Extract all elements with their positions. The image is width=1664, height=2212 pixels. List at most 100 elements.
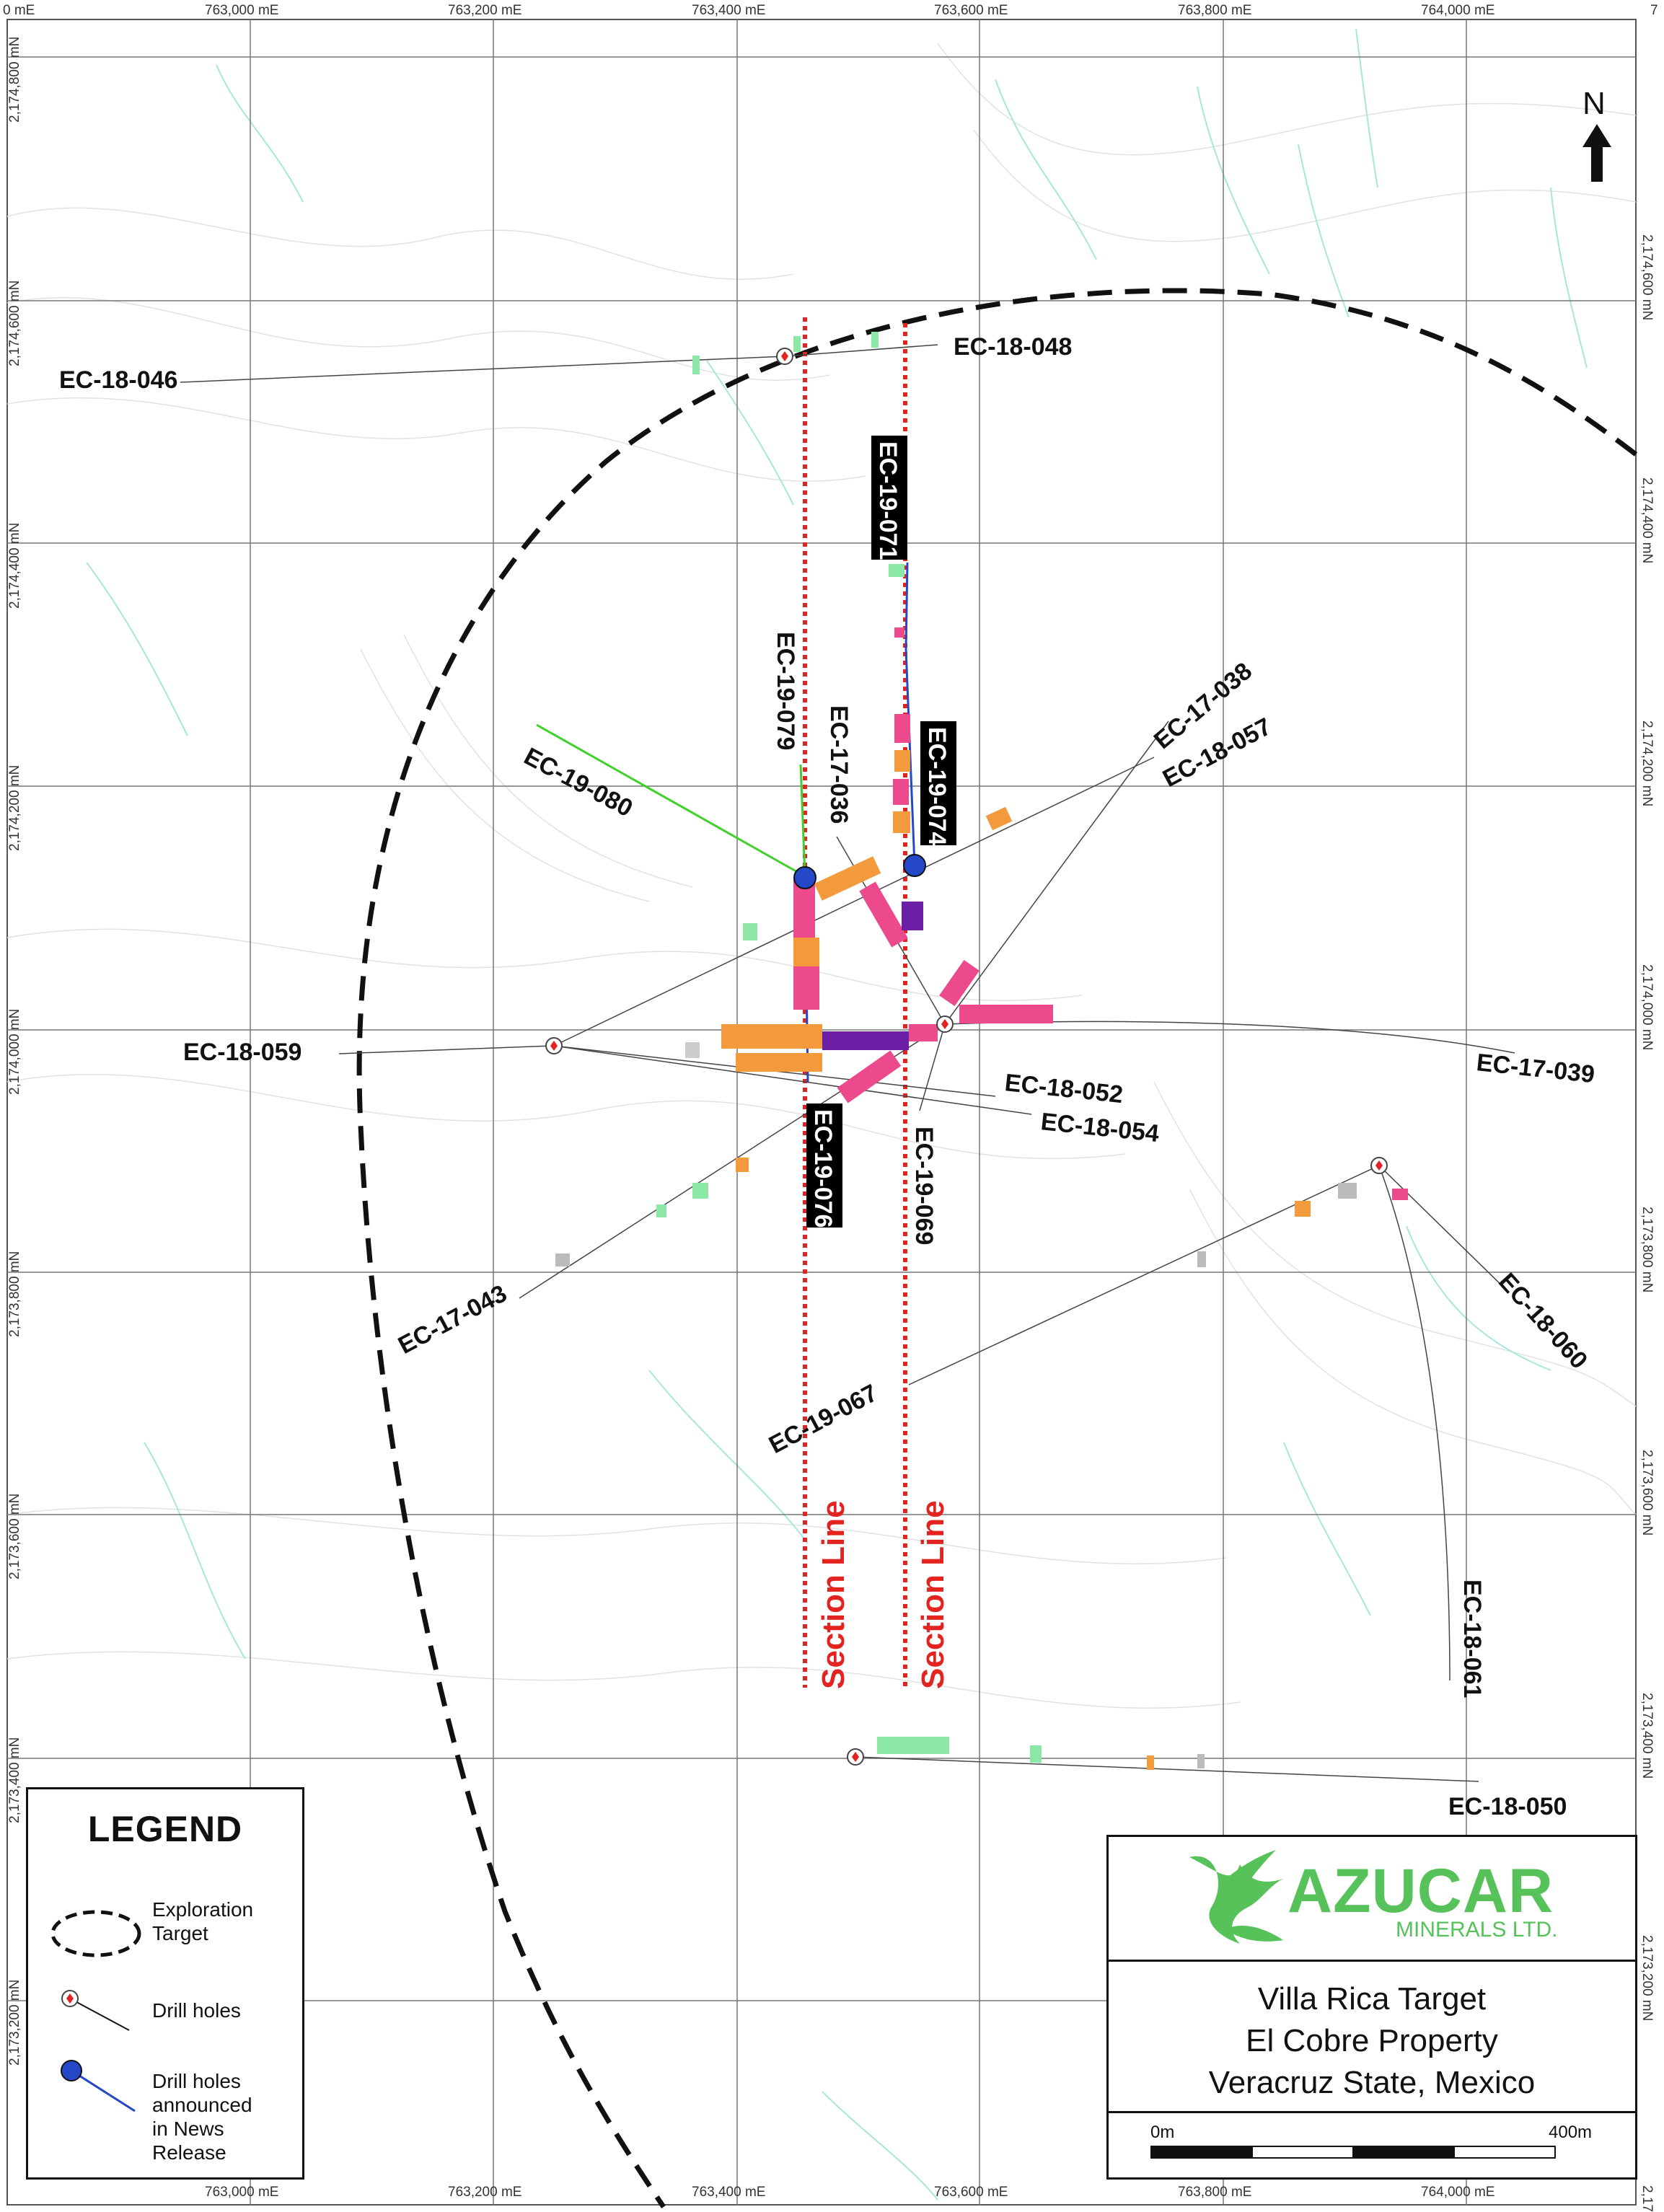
drill-hole-label-boxed: EC-19-074 bbox=[920, 721, 956, 846]
assay-bar bbox=[793, 880, 815, 938]
grid-label-right: 2,174,000 mN bbox=[1639, 964, 1655, 1050]
assay-bar bbox=[814, 856, 881, 901]
grid-label-top: 763,200 mE bbox=[448, 3, 521, 18]
assay-bar bbox=[743, 923, 757, 940]
drill-hole-label: EC-19-071 bbox=[874, 441, 902, 560]
section-line-label: Section Line bbox=[816, 1500, 851, 1689]
assay-bar bbox=[894, 714, 910, 743]
drill-collars bbox=[545, 348, 1388, 1766]
legend-label-announced-holes: Drill holes announced in News Release bbox=[152, 2070, 252, 2164]
assay-bar bbox=[555, 1253, 570, 1266]
assay-bar bbox=[1338, 1183, 1357, 1199]
trace-ec-18-054 bbox=[553, 1045, 1032, 1115]
grid-label-right: 2,174,600 mN bbox=[1639, 234, 1655, 320]
assay-bar bbox=[959, 1005, 1053, 1023]
assay-bar bbox=[1197, 1251, 1206, 1267]
grid-label-top: 763,800 mE bbox=[1178, 3, 1251, 18]
assay-bar bbox=[894, 627, 904, 638]
grid-label-bottom: 763,600 mE bbox=[934, 2185, 1008, 2200]
grid-label-bottom: 763,800 mE bbox=[1178, 2185, 1251, 2200]
drill-collar-icon[interactable] bbox=[1370, 1157, 1388, 1174]
title-block: AZUCAR MINERALS LTD. Villa Rica Target E… bbox=[1106, 1835, 1637, 2180]
assay-bar bbox=[909, 1024, 938, 1041]
grid-label-right: 2,173,200 mN bbox=[1639, 1935, 1655, 2021]
scale-end-label: 400m bbox=[1549, 2123, 1593, 2142]
trace-ec-18-060 bbox=[1378, 1165, 1508, 1292]
logo-subtitle: MINERALS LTD. bbox=[1396, 1918, 1558, 1942]
title-line-target: Villa Rica Target bbox=[1257, 1981, 1487, 2017]
agave-leaf-icon bbox=[1189, 1850, 1283, 1944]
announced-collars bbox=[793, 854, 926, 889]
grid-label-left: 2,173,600 mN bbox=[7, 1494, 22, 1579]
legend-title: LEGEND bbox=[87, 1809, 243, 1849]
legend-label-drill-holes: Drill holes bbox=[152, 1999, 241, 2022]
assay-bar bbox=[793, 336, 801, 352]
drill-hole-label: EC-19-076 bbox=[809, 1109, 837, 1228]
assay-bar bbox=[692, 1183, 708, 1199]
drill-collar-icon[interactable] bbox=[847, 1748, 864, 1766]
assay-bar bbox=[877, 1737, 949, 1754]
streams bbox=[86, 28, 1588, 2200]
grid-label-right: 2,17 bbox=[1639, 2185, 1655, 2212]
grid-label-bottom: 763,200 mE bbox=[448, 2185, 521, 2200]
grid-label-left: 2,174,800 mN bbox=[7, 37, 22, 123]
assay-bar bbox=[656, 1204, 666, 1217]
grid-label-right: 2,173,400 mN bbox=[1639, 1693, 1655, 1779]
grid-label-left: 2,173,200 mN bbox=[7, 1980, 22, 2066]
trace-ec-18-046 bbox=[180, 356, 785, 383]
assay-bar bbox=[894, 750, 910, 772]
drill-collar-icon bbox=[61, 1990, 130, 2031]
announced-collar-icon[interactable] bbox=[903, 854, 926, 877]
grid-label-right: 2,173,600 mN bbox=[1639, 1450, 1655, 1535]
assay-bar bbox=[692, 356, 700, 374]
assay-bar bbox=[939, 959, 980, 1007]
scale-segment bbox=[1453, 2146, 1556, 2159]
drill-collar-icon[interactable] bbox=[776, 348, 793, 365]
assay-bar bbox=[736, 1053, 822, 1072]
assay-bar bbox=[837, 1050, 902, 1103]
assay-bar bbox=[685, 1042, 700, 1058]
assay-bar bbox=[1392, 1189, 1408, 1200]
assay-bar bbox=[889, 564, 904, 577]
drill-collar-icon[interactable] bbox=[936, 1015, 954, 1033]
drill-hole-label: EC-18-061 bbox=[1458, 1579, 1486, 1698]
scale-segment bbox=[1251, 2146, 1354, 2159]
grid-labels-left: 2,174,800 mN 2,174,600 mN 2,174,400 mN 2… bbox=[7, 37, 22, 2066]
assay-bar bbox=[871, 332, 879, 348]
assay-bar bbox=[1295, 1201, 1311, 1217]
assay-bar bbox=[793, 938, 819, 966]
assay-intercepts bbox=[555, 332, 1408, 1770]
grid-label-right: 2,174,200 mN bbox=[1639, 721, 1655, 806]
exploration-target-boundary bbox=[356, 288, 1638, 2208]
scale-segment bbox=[1150, 2146, 1253, 2159]
grid-label-bottom: 763,000 mE bbox=[205, 2185, 278, 2200]
drill-hole-label: EC-18-059 bbox=[183, 1039, 301, 1066]
trace-ec-19-079 bbox=[799, 764, 806, 877]
scale-bar: 0m 400m bbox=[1150, 2123, 1593, 2166]
logo-wordmark: AZUCAR bbox=[1287, 1856, 1554, 1926]
drill-hole-label-boxed: EC-19-071 bbox=[871, 436, 907, 560]
grid-labels-right: 2,174,600 mN 2,174,400 mN 2,174,200 mN 2… bbox=[1639, 234, 1655, 2212]
grid-label-bottom: 763,400 mE bbox=[692, 2185, 765, 2200]
grid-label-left: 2,174,400 mN bbox=[7, 523, 22, 609]
topographic-contours bbox=[6, 43, 1637, 1709]
grid-labels-bottom: 763,000 mE 763,200 mE 763,400 mE 763,600… bbox=[205, 2185, 1494, 2200]
title-line-location: Veracruz State, Mexico bbox=[1208, 2065, 1536, 2100]
grid-label-left: 2,174,600 mN bbox=[7, 281, 22, 366]
drill-hole-label-boxed: EC-19-076 bbox=[806, 1103, 842, 1228]
trace-ec-18-061 bbox=[1378, 1165, 1451, 1681]
drill-hole-label: EC-18-048 bbox=[954, 333, 1072, 361]
scale-start-label: 0m bbox=[1150, 2123, 1175, 2142]
assay-bar bbox=[893, 811, 910, 833]
assay-bar bbox=[721, 1024, 822, 1049]
grid-label-left: 2,173,800 mN bbox=[7, 1251, 22, 1337]
blue-collar-icon bbox=[61, 2060, 136, 2112]
north-label: N bbox=[1582, 86, 1606, 121]
drill-collar-icon[interactable] bbox=[545, 1037, 563, 1054]
announced-collar-icon[interactable] bbox=[793, 866, 816, 889]
assay-bar bbox=[985, 806, 1013, 831]
north-arrow-icon: N bbox=[1582, 86, 1611, 182]
trace-ec-19-071 bbox=[904, 562, 909, 650]
grid-label-left: 2,173,400 mN bbox=[7, 1737, 22, 1823]
trace-ec-19-080 bbox=[536, 723, 806, 878]
